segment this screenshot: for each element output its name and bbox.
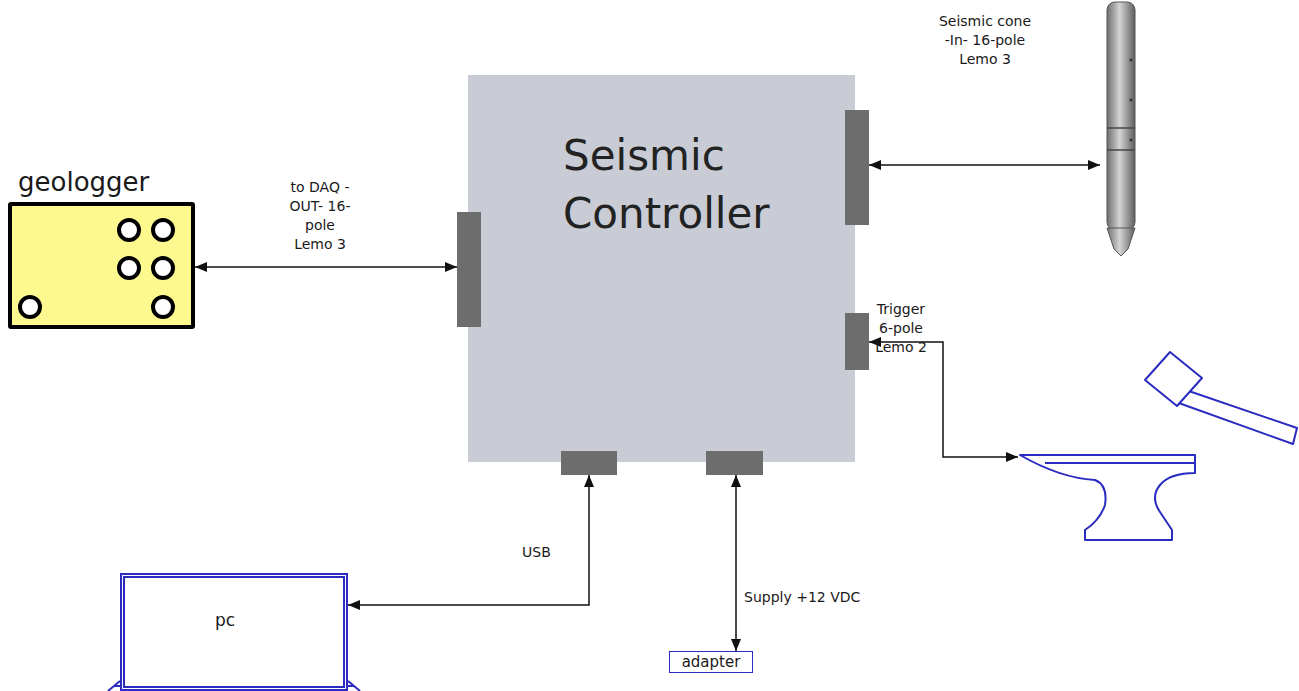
cable-label: Trigger 6-pole Lemo 2: [872, 300, 930, 357]
device-box: geologger: [8, 166, 195, 329]
socket: [153, 258, 173, 278]
socket: [119, 258, 139, 278]
anvil: [1020, 455, 1195, 540]
cone-port: [1130, 139, 1133, 142]
device-label: geologger: [8, 166, 195, 198]
port-label: USB: [522, 543, 551, 562]
controller-box: Seismic Controller: [468, 75, 855, 462]
socket: [20, 297, 40, 317]
port-label: Supply +12 VDC: [744, 588, 860, 607]
socket: [119, 220, 139, 240]
cone-joint: [1107, 127, 1135, 129]
trigger-cable: [869, 342, 1018, 457]
seismic-cone: [1107, 2, 1135, 256]
cone-port: [1130, 59, 1133, 62]
cone-cable: [869, 164, 1100, 166]
adapter-box: adapter: [669, 651, 753, 673]
cable-label: to DAQ -OUT- 16-pole Lemo 3: [288, 178, 352, 254]
cable-connector: [735, 475, 737, 651]
hammer-head: [1145, 352, 1202, 406]
socket: [153, 220, 173, 240]
cable-connector: [195, 266, 457, 268]
laptop-screen: pc: [120, 573, 348, 691]
box-label: adapter: [674, 653, 748, 671]
hammer-handle: [1176, 388, 1297, 444]
device-sockets: [12, 206, 191, 325]
laptop-label: pc: [215, 610, 235, 630]
anvil-face: [1045, 462, 1195, 464]
controller-title: Seismic Controller: [563, 127, 803, 243]
cable-label: Seismic cone -In- 16-pole Lemo 3: [935, 12, 1035, 69]
cone-port: [1130, 99, 1133, 102]
cable-connector: [348, 475, 589, 605]
device-outline: [8, 202, 195, 329]
cone-tip: [1107, 228, 1135, 256]
cone-joint: [1107, 149, 1135, 151]
cone-body: [1107, 2, 1135, 230]
anvil-hammer: [1020, 352, 1297, 540]
socket: [153, 297, 173, 317]
